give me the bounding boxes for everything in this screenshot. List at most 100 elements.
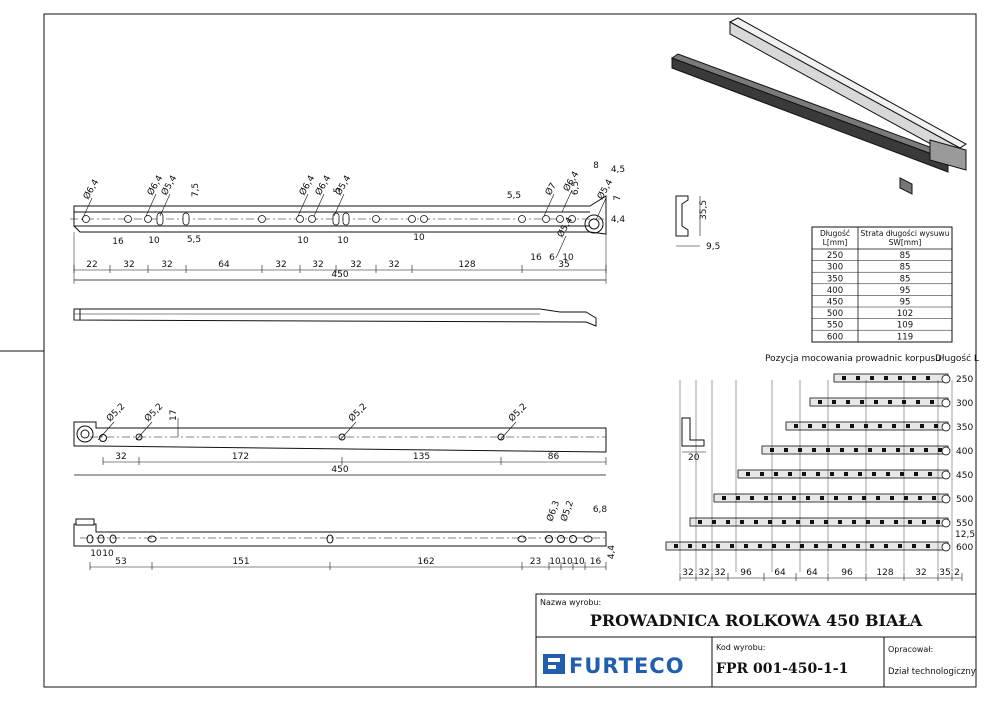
height-dim: 7 xyxy=(613,195,623,201)
prepared-by-label: Opracował: xyxy=(888,645,933,654)
table-length-cell: 300 xyxy=(827,263,843,273)
height-dim: 4,4 xyxy=(611,215,626,225)
rail-profile-bottom xyxy=(681,417,706,453)
small-dim: 10 xyxy=(562,253,574,263)
chain-dim: 32 xyxy=(350,260,361,270)
round-hole xyxy=(258,215,266,223)
extra-dim: 4,4 xyxy=(607,545,617,560)
chain-dim: 128 xyxy=(458,260,475,270)
table-loss-cell: 109 xyxy=(897,321,913,331)
mounting-chain-dim: 128 xyxy=(876,568,893,578)
product-name: PROWADNICA ROLKOWA 450 BIAŁA xyxy=(590,611,923,630)
mounting-chain-dim: 96 xyxy=(841,568,853,578)
table-header-loss: Strata długości wysuwu xyxy=(861,229,950,238)
hole-diameter-label: Ø6,4 xyxy=(81,177,101,201)
table-loss-cell: 102 xyxy=(897,309,913,319)
table-header-length-unit: L[mm] xyxy=(823,238,848,247)
table-length-cell: 550 xyxy=(827,321,843,331)
furteco-logo: FURTECO xyxy=(543,654,685,678)
chain-dim: 10 xyxy=(573,557,585,567)
round-hole xyxy=(296,215,304,223)
extra-dim: 6,8 xyxy=(593,505,608,515)
slot-hole xyxy=(332,212,340,226)
table-loss-cell: 95 xyxy=(900,286,911,296)
edge-view-rail xyxy=(73,308,597,327)
height-dim: 7,5 xyxy=(191,183,201,197)
profile-bottom-width: 20 xyxy=(688,453,700,463)
mounting-length: 600 xyxy=(956,543,973,553)
hole-diameter-label: Ø5,2 xyxy=(104,401,127,424)
chain-dim: 32 xyxy=(275,260,286,270)
mounting-rail xyxy=(761,445,951,456)
table-loss-cell: 95 xyxy=(900,298,911,308)
round-hole xyxy=(542,215,550,223)
chain-dim: 35 xyxy=(558,260,569,270)
mounting-length: 550 xyxy=(956,519,973,529)
mounting-chain-dim: 32 xyxy=(714,568,725,578)
mounting-chain-dim: 35 xyxy=(939,568,950,578)
logo-text: FURTECO xyxy=(569,654,685,678)
height-dim: 5,5 xyxy=(187,235,201,245)
mounting-chain-dim: 64 xyxy=(806,568,818,578)
bottom-view-rail xyxy=(73,421,607,453)
mounting-length: 300 xyxy=(956,399,973,409)
round-hole xyxy=(308,215,316,223)
slot-hole xyxy=(182,212,190,226)
table-loss-cell: 119 xyxy=(897,332,913,342)
small-dim: 10 xyxy=(102,549,114,559)
table-loss-cell: 85 xyxy=(900,263,911,273)
slot-hole xyxy=(156,212,164,226)
small-dim: 10 xyxy=(337,236,349,246)
profile-width-dim: 9,5 xyxy=(706,242,720,252)
small-dim: 10 xyxy=(413,233,425,243)
mounting-chain-dim: 96 xyxy=(740,568,752,578)
product-code-label: Kod wyrobu: xyxy=(716,643,766,652)
chain-dim: 10 xyxy=(561,557,573,567)
table-header-length: Długość xyxy=(820,229,850,238)
chain-dim: 32 xyxy=(312,260,323,270)
hole-diameter-label: Ø5,2 xyxy=(346,401,369,424)
round-hole xyxy=(420,215,428,223)
mounting-rail xyxy=(737,469,951,480)
chain-dim: 23 xyxy=(530,557,541,567)
mounting-chain-dim: 32 xyxy=(915,568,926,578)
hole-diameter-label: Ø5,2 xyxy=(142,401,165,424)
title-block xyxy=(535,593,977,688)
table-length-cell: 350 xyxy=(827,274,843,284)
hole-diameter-label: Ø5,2 xyxy=(506,401,529,424)
bottom-overall-dim: 450 xyxy=(331,465,348,475)
chain-dim: 32 xyxy=(388,260,399,270)
mounting-chain-dim: 64 xyxy=(774,568,786,578)
chain-dim: 10 xyxy=(549,557,561,567)
round-hole xyxy=(372,215,380,223)
mounting-rail xyxy=(809,397,951,408)
mounting-length-label: Długość L xyxy=(935,353,979,364)
hole-diameter-label: Ø5,4 xyxy=(333,173,353,197)
chain-dim: 53 xyxy=(115,557,126,567)
table-loss-cell: 85 xyxy=(900,274,911,284)
round-hole xyxy=(518,215,526,223)
mounting-rail xyxy=(833,373,951,384)
round-hole xyxy=(124,215,132,223)
table-length-cell: 450 xyxy=(827,298,843,308)
mounting-title: Pozycja mocowania prowadnic korpusu xyxy=(765,354,941,364)
mounting-rail xyxy=(713,493,951,504)
round-hole xyxy=(568,215,576,223)
bottom-height-dim: 17 xyxy=(169,410,179,421)
chain-dim: 86 xyxy=(548,452,560,462)
height-dim: 5 xyxy=(333,187,343,193)
round-hole xyxy=(144,215,152,223)
table-length-cell: 500 xyxy=(827,309,843,319)
chain-dim: 135 xyxy=(413,452,430,462)
mounting-extra-dim: 12,5 xyxy=(955,530,975,540)
small-dim: 10 xyxy=(297,236,309,246)
table-header-loss-unit: SW[mm] xyxy=(889,238,922,247)
height-dim: 5,5 xyxy=(507,191,521,201)
profile-height-dim: 35,5 xyxy=(699,200,709,220)
